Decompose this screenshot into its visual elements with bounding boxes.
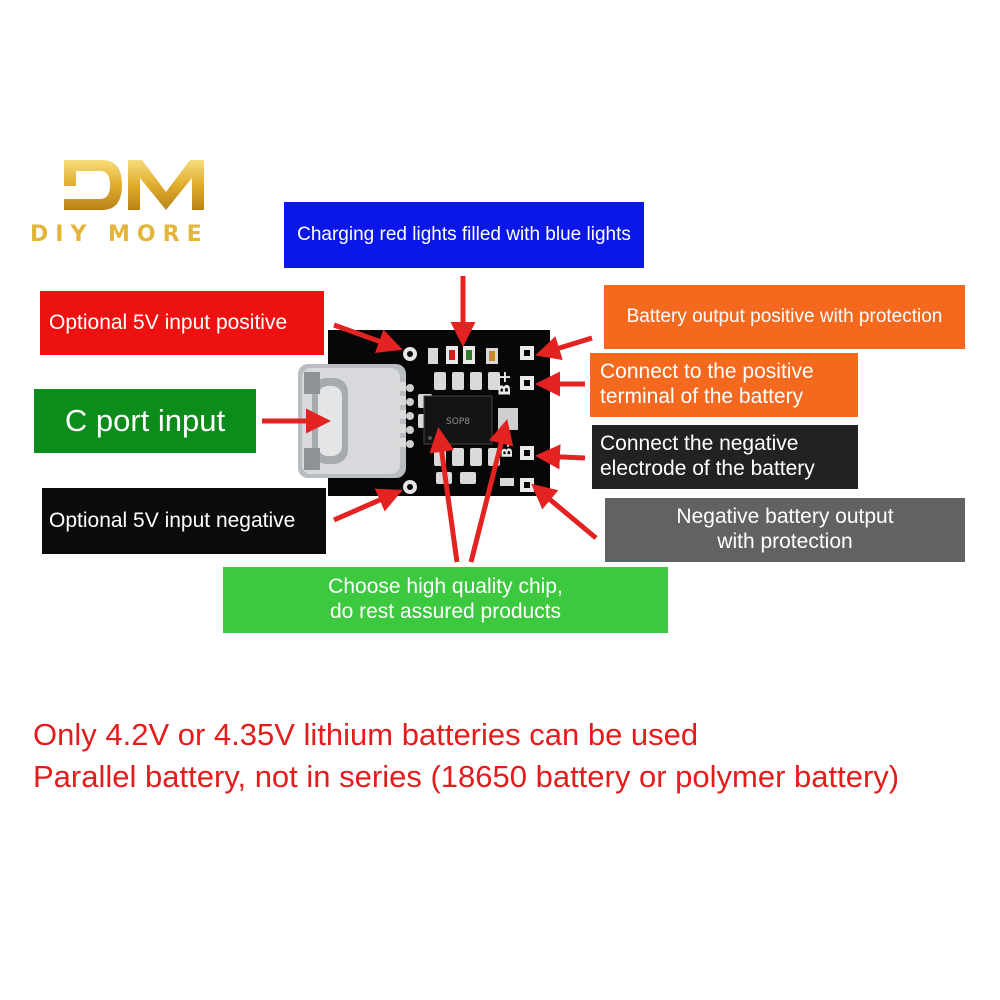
resistors xyxy=(418,372,500,484)
label-battery-output-positive: Battery output positive with protection xyxy=(604,285,965,349)
indicator-leds xyxy=(428,346,498,364)
b-minus-marking: B- xyxy=(500,441,516,458)
arrow-input-positive xyxy=(333,322,403,353)
label-battery-negative-electrode: Connect the negative electrode of the ba… xyxy=(592,425,858,489)
arrow-input-negative xyxy=(332,488,403,523)
battery-pads xyxy=(520,346,534,492)
label-input-negative: Optional 5V input negative xyxy=(42,488,326,554)
arrow-chip-left xyxy=(429,427,460,563)
diymore-logo-text: DIY MORE xyxy=(30,222,209,247)
usb-pads xyxy=(394,382,406,447)
side-vias xyxy=(406,384,414,448)
input-negative-pad xyxy=(403,480,417,494)
label-input-positive-text: Optional 5V input positive xyxy=(49,310,288,334)
note-battery-voltage: Only 4.2V or 4.35V lithium batteries can… xyxy=(33,717,699,752)
arrow-chip-right xyxy=(468,419,514,563)
pcb-board xyxy=(328,330,550,496)
b-plus-marking: B+ xyxy=(495,370,514,396)
label-battery-positive-terminal: Connect to the positive terminal of the … xyxy=(590,353,858,417)
arrow-battery-negative-electrode xyxy=(535,444,586,470)
chip-marking: SOP8 xyxy=(446,417,470,427)
diymore-logo-mark xyxy=(64,160,204,210)
label-c-port: C port input xyxy=(34,389,256,453)
usb-c-connector xyxy=(298,364,406,478)
note-parallel-battery: Parallel battery, not in series (18650 b… xyxy=(33,759,900,794)
label-chip: Choose high quality chip, do rest assure… xyxy=(223,567,668,633)
input-positive-pad xyxy=(403,347,417,361)
label-input-negative-text: Optional 5V input negative xyxy=(49,508,296,532)
sop8-chip: SOP8 xyxy=(423,395,493,445)
arrow-battery-output-negative xyxy=(531,483,598,540)
label-indicator-lights: Charging red lights filled with blue lig… xyxy=(284,202,644,268)
arrow-battery-output-positive xyxy=(535,335,593,361)
label-battery-output-negative: Negative battery output with protection xyxy=(605,498,965,562)
label-input-positive: Optional 5V input positive xyxy=(40,291,324,355)
